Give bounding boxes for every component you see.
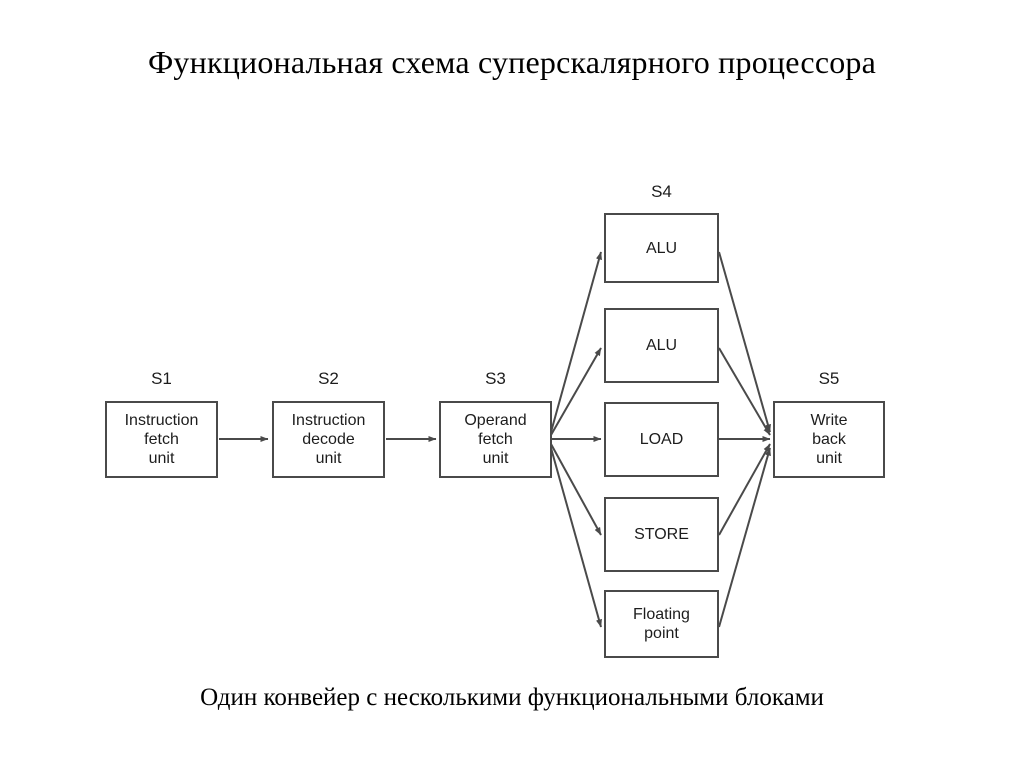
box-operand-fetch-unit: Operand fetch unit: [439, 401, 552, 478]
box-alu-1: ALU: [604, 213, 719, 283]
box-instruction-fetch-unit: Instruction fetch unit: [105, 401, 218, 478]
page-title: Функциональная схема суперскалярного про…: [147, 44, 877, 80]
stage-label-s5: S5: [818, 369, 840, 388]
stage-label-s1: S1: [151, 369, 172, 388]
box-load: LOAD: [604, 402, 719, 477]
stage-label-s4: S4: [651, 182, 672, 201]
box-store: STORE: [604, 497, 719, 572]
figure-caption: Один конвейер с несколькими функциональн…: [200, 684, 824, 711]
box-write-back-unit: Write back unit: [773, 401, 885, 478]
stage-label-s3: S3: [485, 369, 506, 388]
box-instruction-decode-unit: Instruction decode unit: [272, 401, 385, 478]
box-floating-point: Floating point: [604, 590, 719, 658]
box-alu-2: ALU: [604, 308, 719, 383]
stage-label-s2: S2: [318, 369, 339, 388]
